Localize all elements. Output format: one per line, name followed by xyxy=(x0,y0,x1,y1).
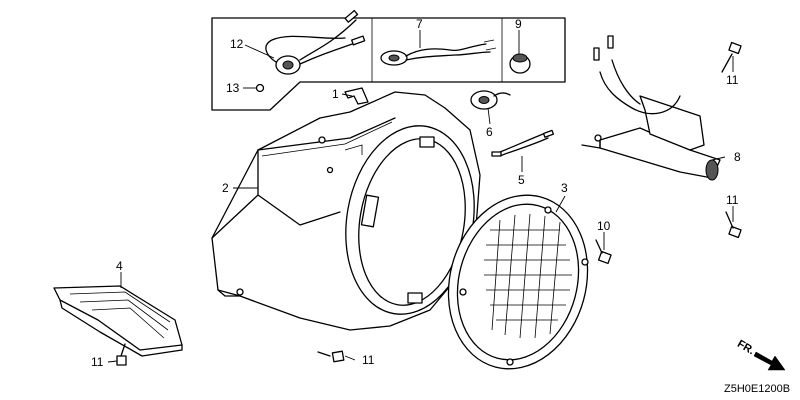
callout-9: 9 xyxy=(515,17,522,31)
callout-13: 13 xyxy=(226,81,240,95)
part-6-switch xyxy=(470,90,511,110)
callout-11-bottom-left: 11 xyxy=(91,355,104,369)
callout-12: 12 xyxy=(230,37,244,51)
callout-5: 5 xyxy=(518,173,525,187)
callout-2: 2 xyxy=(222,181,229,195)
part-9-grommet xyxy=(509,53,531,74)
front-arrow-icon xyxy=(753,351,786,371)
part-4-guide xyxy=(53,285,183,357)
diagram-code: Z5H0E1200B xyxy=(724,383,790,395)
bolt-part-10 xyxy=(595,239,612,265)
part-8-bracket xyxy=(581,35,721,181)
callout-4: 4 xyxy=(116,259,123,273)
callouts: 1 2 3 4 5 6 7 8 9 10 11 11 11 11 12 13 xyxy=(91,17,741,369)
bolt-bottom-right xyxy=(725,211,742,239)
part-1-clip xyxy=(344,87,369,105)
callout-11-top-right: 11 xyxy=(726,73,739,87)
bolt-bottom-left xyxy=(116,343,127,366)
callout-11-bottom-center: 11 xyxy=(362,353,375,367)
front-direction-label: FR. xyxy=(735,338,756,357)
callout-7: 7 xyxy=(416,17,423,31)
callout-10: 10 xyxy=(597,219,611,233)
bolt-top-right xyxy=(721,41,742,73)
leader-lines xyxy=(107,30,734,363)
part-2-fan-cover xyxy=(211,91,481,331)
part-7-sensor xyxy=(380,39,497,66)
bolt-bottom-center xyxy=(317,350,345,363)
callout-1: 1 xyxy=(332,87,339,101)
part-12-switch xyxy=(265,9,366,75)
callout-6: 6 xyxy=(486,125,493,139)
part-13-screw xyxy=(255,83,265,93)
part-5-wire xyxy=(491,129,555,157)
callout-11-right: 11 xyxy=(726,193,739,207)
part-3-screen xyxy=(447,194,589,370)
callout-3: 3 xyxy=(561,181,568,195)
front-direction-indicator: FR. xyxy=(735,338,786,371)
inset-box xyxy=(211,17,566,111)
callout-8: 8 xyxy=(734,150,741,164)
